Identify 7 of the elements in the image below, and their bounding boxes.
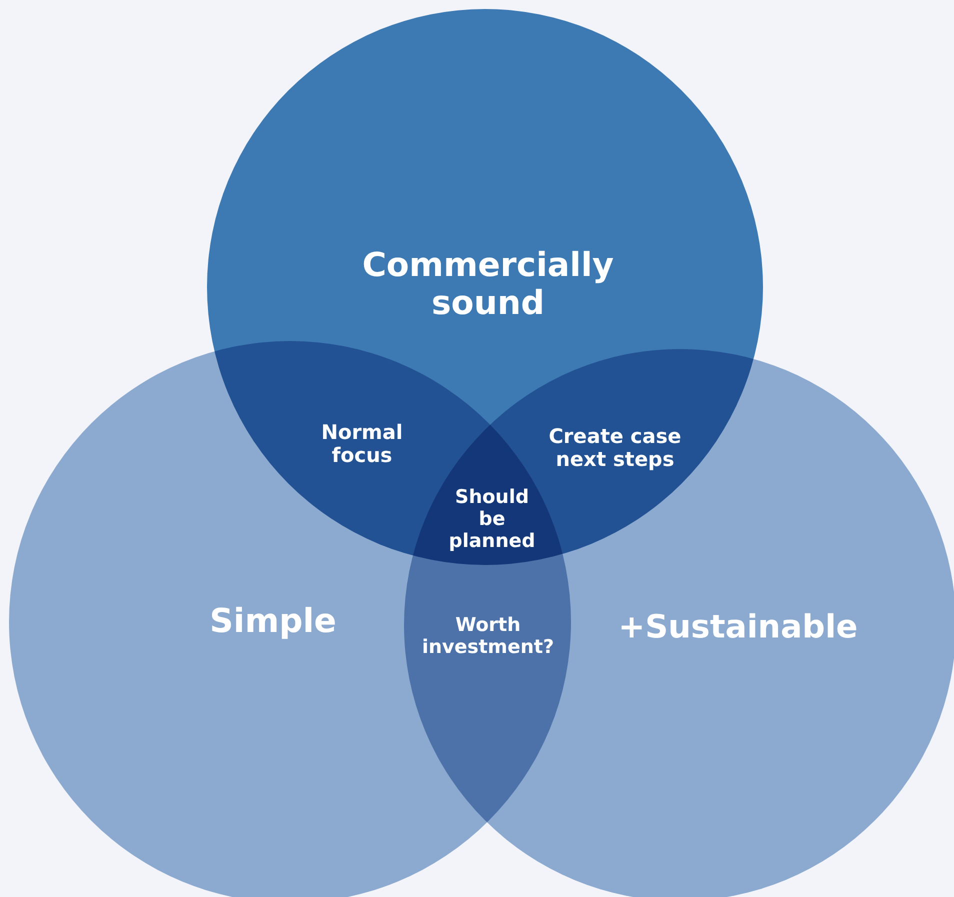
region-label: Normal focus [320, 421, 404, 467]
circle-label: +Sustainable [617, 608, 859, 646]
region-label: Create case next steps [548, 425, 682, 471]
region-label: Worth investment? [420, 615, 556, 659]
circle-label: Commercially sound [361, 246, 615, 322]
region-label: Should be planned [448, 487, 536, 553]
circle-label: Simple [208, 602, 338, 640]
